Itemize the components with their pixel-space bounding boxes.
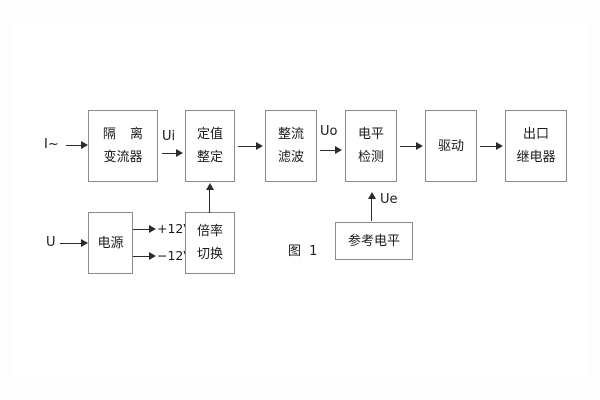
block-drive: 驱动 xyxy=(425,110,477,182)
label-voltage-input: U xyxy=(46,235,56,250)
arrowhead-rectify-to-level-detect xyxy=(335,146,342,154)
block-isolation-transformer: 隔 离 变流器 xyxy=(88,110,158,182)
wire-level-detect-to-drive xyxy=(400,146,419,147)
wire-reference-to-level-detect xyxy=(371,198,372,221)
block-rectify-filter-line-1: 整流 xyxy=(277,127,304,142)
wire-multiplier-to-setting xyxy=(209,189,210,213)
label-signal-uo: Uo xyxy=(320,124,338,139)
block-setting-adjust: 定值 整定 xyxy=(185,110,235,182)
arrowhead-drive-to-output-relay xyxy=(496,142,503,150)
block-setting-adjust-line-2: 整定 xyxy=(196,150,223,165)
arrowhead-voltage-to-power-supply xyxy=(81,239,88,247)
block-output-relay-line-2: 继电器 xyxy=(516,150,556,165)
block-output-relay-line-1: 出口 xyxy=(522,127,549,142)
arrowhead-rail-positive xyxy=(149,225,156,233)
arrowhead-isolation-to-setting xyxy=(176,149,183,157)
wire-rail-positive xyxy=(133,229,151,230)
wire-isolation-to-setting xyxy=(162,153,177,154)
label-signal-ui: Ui xyxy=(162,129,176,144)
label-signal-ue: Ue xyxy=(380,192,398,207)
wire-setting-to-rectify xyxy=(238,146,257,147)
wire-rail-negative xyxy=(133,256,151,257)
block-level-detect-line-1: 电平 xyxy=(357,127,384,142)
block-isolation-transformer-line-1: 隔 离 xyxy=(102,127,149,142)
wire-current-to-isolation xyxy=(66,145,82,146)
arrowhead-rail-negative xyxy=(149,252,156,260)
wire-rectify-to-level-detect xyxy=(320,150,336,151)
block-setting-adjust-line-1: 定值 xyxy=(196,127,223,142)
block-rectify-filter: 整流 滤波 xyxy=(265,110,317,182)
block-multiplier-switch-line-2: 切换 xyxy=(196,247,223,262)
arrowhead-multiplier-to-setting xyxy=(206,183,214,190)
panel-inner-background xyxy=(11,22,589,378)
block-isolation-transformer-line-2: 变流器 xyxy=(103,150,143,165)
arrowhead-setting-to-rectify xyxy=(256,142,263,150)
block-level-detect: 电平 检测 xyxy=(345,110,397,182)
block-output-relay: 出口 继电器 xyxy=(505,110,567,182)
block-level-detect-line-2: 检测 xyxy=(357,150,384,165)
arrowhead-reference-to-level-detect xyxy=(368,192,376,199)
wire-drive-to-output-relay xyxy=(480,146,499,147)
arrowhead-level-detect-to-drive xyxy=(416,142,423,150)
block-drive-line-1: 驱动 xyxy=(437,138,464,154)
block-power-supply: 电源 xyxy=(88,212,133,274)
block-rectify-filter-line-2: 滤波 xyxy=(277,150,304,165)
block-reference-level: 参考电平 xyxy=(335,222,413,260)
block-power-supply-line-1: 电源 xyxy=(97,235,124,251)
block-multiplier-switch-line-1: 倍率 xyxy=(196,224,223,239)
block-reference-level-line-1: 参考电平 xyxy=(347,233,400,249)
arrowhead-current-to-isolation xyxy=(81,141,88,149)
label-current-input: I~ xyxy=(44,137,59,152)
label-rail-negative: −12V xyxy=(157,248,192,263)
label-rail-positive: +12V xyxy=(157,221,192,236)
block-multiplier-switch: 倍率 切换 xyxy=(185,212,235,274)
wire-voltage-to-power-supply xyxy=(60,243,82,244)
figure-caption: 图 1 xyxy=(288,244,320,259)
